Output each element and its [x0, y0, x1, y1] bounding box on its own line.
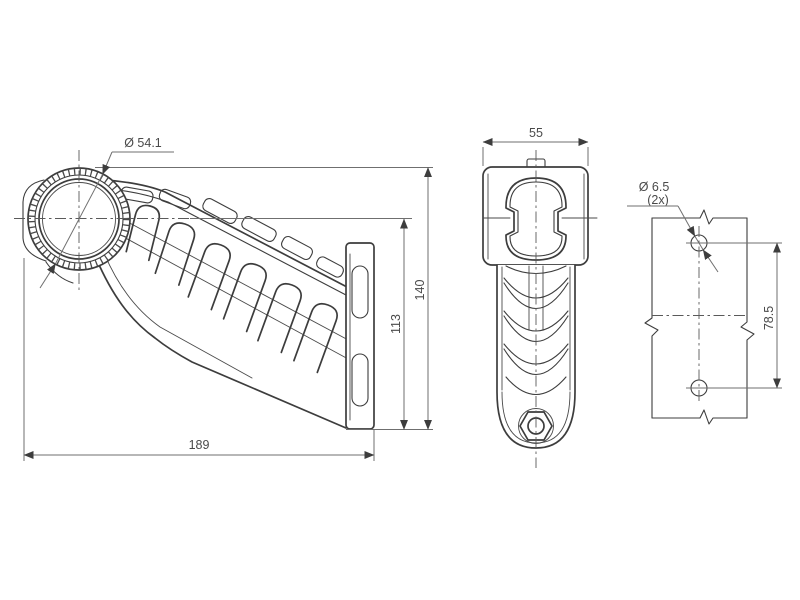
lamp-head-front	[482, 158, 598, 266]
dim-label-hole-diameter: Ø 6.5	[639, 180, 670, 194]
plate-left-edge	[644, 217, 659, 419]
dim-label-hole-spacing: 78.5	[762, 306, 776, 330]
leader-arrow-segment	[702, 249, 719, 273]
arm-vent-cutout	[158, 188, 192, 210]
housing-back-edge	[22, 179, 47, 262]
lens-front-inner-outline	[509, 181, 563, 257]
arm-top-edge	[105, 179, 348, 288]
diameter-arrow-segment	[102, 151, 113, 175]
dim-label-length: 189	[189, 438, 210, 452]
dim-label-overall-height: 140	[413, 280, 427, 301]
dim-overall-height: 140	[413, 167, 432, 430]
dim-label-hole-count: (2x)	[647, 193, 669, 207]
bracket-slot	[351, 265, 369, 319]
bracket-slot	[351, 353, 369, 407]
leader-chord-line	[694, 235, 704, 251]
arm-rib	[187, 242, 231, 311]
arm-front-rib	[505, 376, 567, 396]
arm-ribs	[125, 204, 338, 374]
arm-rib	[125, 204, 161, 262]
dimensions: 189 140 113 Ø 54.1 55 78.5	[23, 126, 782, 461]
arm-rib	[222, 262, 267, 333]
arm-vent-cutout	[202, 198, 238, 224]
plate-right-edge	[740, 217, 755, 419]
dim-front-width: 55	[482, 126, 589, 146]
arm-rib	[257, 282, 302, 354]
arm-front-rib	[503, 348, 569, 375]
dim-height-to-center: 113	[389, 218, 408, 430]
dim-label-head-diameter: Ø 54.1	[124, 136, 162, 150]
side-view	[22, 167, 375, 430]
plate-outline	[644, 209, 755, 425]
arm-bottom-edge	[95, 257, 347, 429]
arm-vent-cutout	[316, 256, 344, 278]
dim-length: 189	[23, 438, 375, 459]
arm-rib	[293, 302, 338, 374]
plate-top-edge	[651, 209, 748, 225]
plate-bottom-edge	[651, 409, 748, 425]
mounting-plate-view	[644, 209, 755, 425]
dim-head-diameter: Ø 54.1	[39, 136, 174, 289]
arm-rib	[154, 222, 196, 286]
dim-label-front-width: 55	[529, 126, 543, 140]
dim-hole-spacing: 78.5	[762, 242, 781, 389]
nut-hexagon	[519, 411, 553, 441]
head-knurl-ticks	[28, 168, 130, 270]
arm-vent-cutouts	[120, 186, 344, 278]
mounting-bracket-side	[345, 242, 375, 430]
lens-front-outline	[505, 177, 567, 261]
front-view	[482, 158, 598, 449]
dim-hole-diameter: Ø 6.5 (2x)	[627, 180, 719, 273]
arm-vent-cutout	[241, 216, 277, 242]
arm-bottom-echo-edge	[103, 252, 253, 379]
dim-label-height-to-center: 113	[389, 314, 403, 334]
arm-face-line	[119, 234, 351, 361]
arm-vent-cutout	[281, 235, 313, 261]
diameter-arrow-segment	[39, 263, 56, 289]
leader-arrow-segment	[677, 205, 696, 237]
centerlines	[14, 150, 747, 468]
diameter-chord-line	[55, 174, 104, 264]
